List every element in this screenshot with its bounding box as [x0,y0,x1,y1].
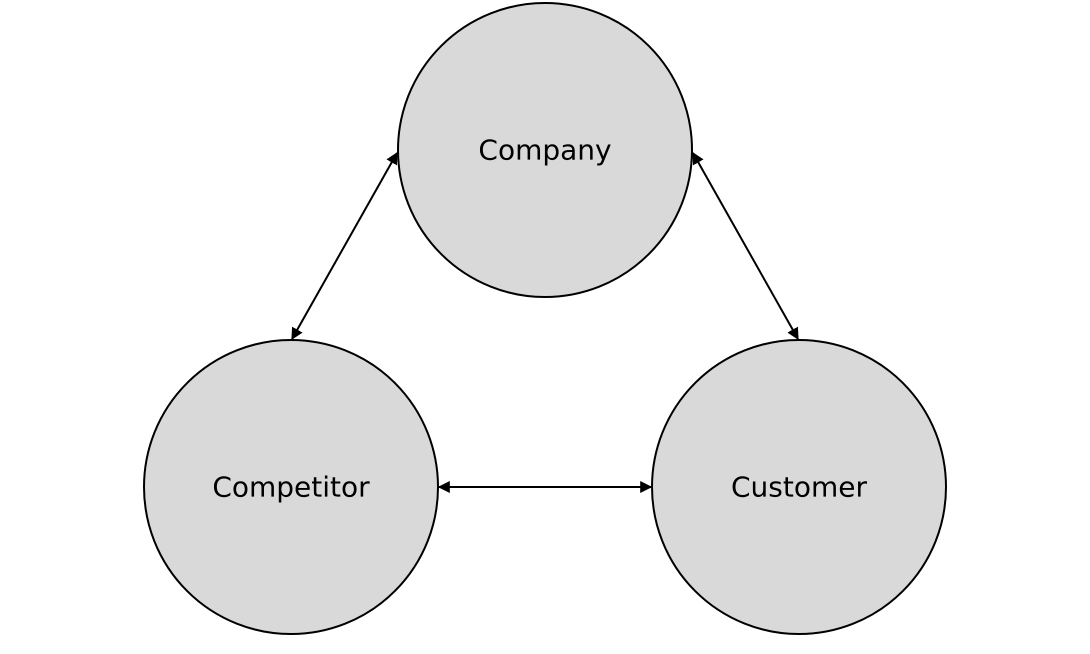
node-customer: Customer [651,339,947,635]
customer-circle [651,339,947,635]
edge-company-customer [692,151,799,341]
node-competitor: Competitor [143,339,439,635]
company-circle [397,2,693,298]
competitor-label: Competitor [212,471,370,504]
customer-label: Customer [731,471,867,504]
company-label: Company [478,134,611,167]
edge-company-competitor [291,151,398,341]
competitor-circle [143,339,439,635]
node-company: Company [397,2,693,298]
